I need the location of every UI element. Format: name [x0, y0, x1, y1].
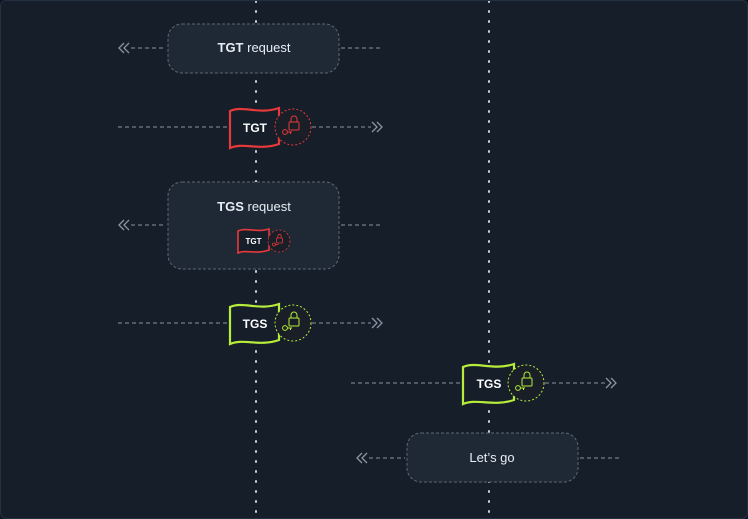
message-label: TGS request [217, 199, 291, 214]
ticket-flag [228, 106, 281, 150]
double-chevron-arrow-icon [118, 219, 130, 231]
padlock-icon [288, 311, 300, 327]
ticket-flag [461, 362, 516, 406]
lets-go-message: Let’s go [356, 432, 621, 483]
lock-badge [274, 108, 312, 146]
double-chevron-arrow-icon [605, 377, 617, 389]
tgt-token-message: TGT [118, 106, 383, 150]
padlock-icon [276, 233, 283, 244]
lock-badge [507, 364, 545, 402]
ticket-label-small: TGT [246, 237, 262, 246]
message-label: Let’s go [469, 450, 514, 465]
tgs-to-service-message: TGS [351, 362, 617, 406]
message-label-rest: request [244, 40, 291, 55]
tgt-request-message: TGT request [118, 23, 383, 74]
double-chevron-arrow-icon [356, 452, 368, 464]
ticket-flag [228, 302, 281, 346]
key-icon [515, 385, 525, 391]
ticket-label: TGT [243, 121, 268, 135]
message-box [167, 181, 340, 270]
double-chevron-arrow-icon [371, 121, 383, 133]
lock-badge-small [267, 229, 291, 253]
message-box [167, 23, 340, 74]
ticket-label: TGS [243, 317, 268, 331]
padlock-icon [288, 115, 300, 131]
ticket-label: TGS [477, 377, 502, 391]
key-icon [272, 242, 279, 247]
message-box [406, 432, 579, 483]
key-icon [282, 325, 292, 331]
padlock-icon [521, 371, 533, 387]
double-chevron-arrow-icon [371, 317, 383, 329]
double-chevron-arrow-icon [118, 42, 130, 54]
message-label: TGT request [218, 40, 291, 55]
message-label-rest: request [244, 199, 291, 214]
lock-badge [274, 304, 312, 342]
key-icon [282, 129, 292, 135]
message-label-bold: TGT [218, 40, 244, 55]
tgs-request-message: TGS request TGT [118, 181, 383, 270]
ticket-flag-small [237, 227, 270, 255]
tgs-token-message: TGS [118, 302, 383, 346]
message-label-bold: TGS [217, 199, 244, 214]
